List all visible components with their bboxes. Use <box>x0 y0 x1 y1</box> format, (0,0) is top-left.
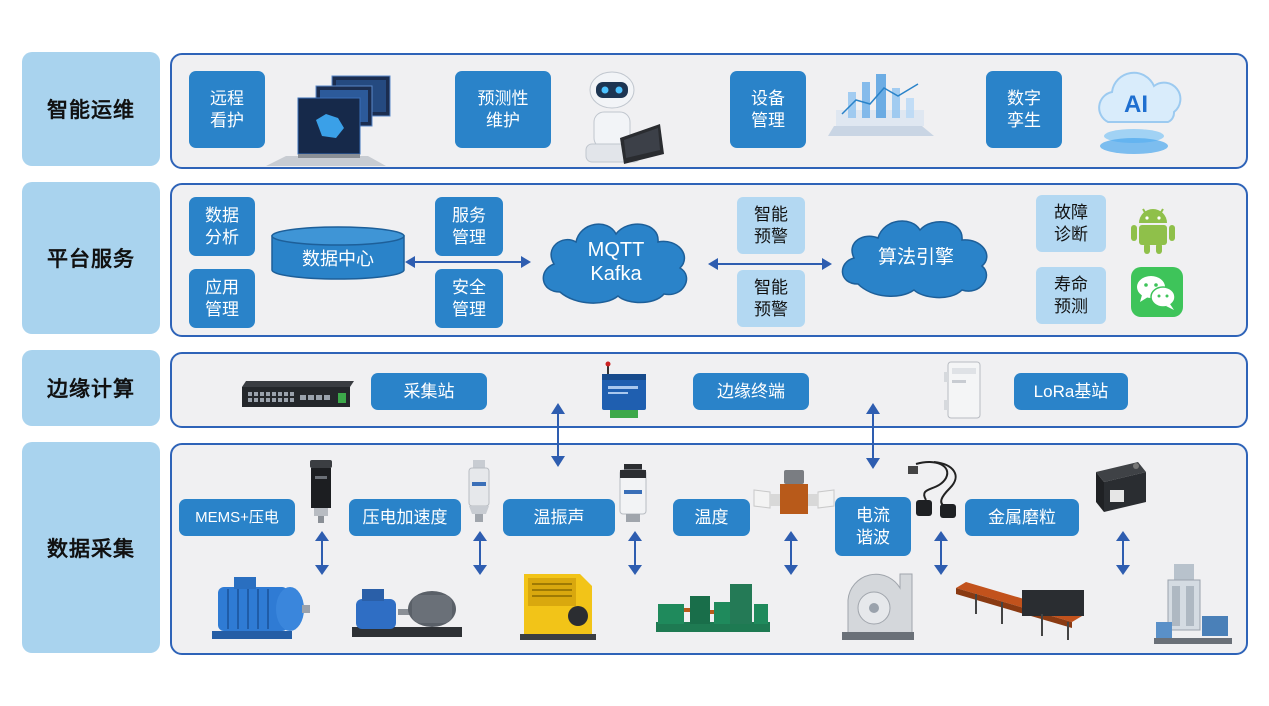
double-arrow-terminal-collect <box>551 403 565 467</box>
double-arrow-datacenter-mqtt <box>405 256 531 268</box>
box-smart-alert-2[interactable]: 智能 预警 <box>737 270 805 327</box>
box-metal-particle[interactable]: 金属磨粒 <box>965 499 1079 536</box>
algorithm-engine-cloud[interactable]: 算法引擎 <box>834 210 998 300</box>
algorithm-engine-label: 算法引擎 <box>878 246 954 268</box>
ai-badge-text: AI <box>1124 91 1148 118</box>
box-collection-station[interactable]: 采集站 <box>371 373 487 410</box>
box-current-harmonic[interactable]: 电流 谐波 <box>835 497 911 556</box>
piezo-accelerometer-icon <box>468 460 490 522</box>
box-temperature[interactable]: 温度 <box>673 499 750 536</box>
wechat-icon <box>1131 267 1183 317</box>
data-center-cylinder[interactable] <box>270 226 406 282</box>
laptop-dashboard-icon <box>266 75 391 166</box>
arrow-mems-motor <box>315 531 329 575</box>
kafka-label: Kafka <box>590 263 642 285</box>
mqtt-kafka-cloud[interactable]: MQTT Kafka <box>536 214 696 304</box>
electric-motor-icon <box>212 577 310 639</box>
box-smart-alert-1[interactable]: 智能 预警 <box>737 197 805 254</box>
mems-sensor-icon <box>310 460 332 523</box>
box-fault-diagnosis[interactable]: 故障 诊断 <box>1036 195 1106 252</box>
box-data-analysis[interactable]: 数据 分析 <box>189 197 255 256</box>
box-edge-terminal[interactable]: 边缘终端 <box>693 373 809 410</box>
arrow-current-conveyor <box>934 531 948 575</box>
vertical-grinding-mill-icon <box>1154 564 1232 644</box>
arrow-temp-mill <box>784 531 798 575</box>
box-device-management[interactable]: 设备 管理 <box>730 71 806 148</box>
current-harmonic-sensor-icon <box>908 460 957 518</box>
belt-conveyor-icon <box>956 582 1084 640</box>
centrifugal-fan-icon <box>842 573 914 640</box>
layer-label-edge: 边缘计算 <box>22 350 160 426</box>
roots-blower-icon <box>352 589 462 637</box>
android-icon <box>1131 208 1175 254</box>
temp-vibration-sound-sensor-icon <box>619 464 647 522</box>
arrow-piezo-blower <box>473 531 487 575</box>
lora-gateway-icon <box>944 361 981 419</box>
box-service-management[interactable]: 服务 管理 <box>435 197 503 256</box>
ai-cloud-icon: AI <box>1098 71 1182 154</box>
layer-label-collect: 数据采集 <box>22 442 160 653</box>
box-piezo-accel[interactable]: 压电加速度 <box>349 499 461 536</box>
robot-laptop-icon <box>585 71 664 164</box>
tablet-chart-icon <box>828 74 934 136</box>
arrow-tvs-crusher <box>628 531 642 575</box>
arrow-metal-grinder <box>1116 531 1130 575</box>
network-switch-icon <box>242 381 354 407</box>
box-digital-twin[interactable]: 数字 孪生 <box>986 71 1062 148</box>
box-app-management[interactable]: 应用 管理 <box>189 269 255 328</box>
box-predictive-maintenance[interactable]: 预测性 维护 <box>455 71 551 148</box>
box-life-prediction[interactable]: 寿命 预测 <box>1036 267 1106 324</box>
metal-particle-sensor-icon <box>1096 462 1146 512</box>
box-mems-piezo[interactable]: MEMS+压电 <box>179 499 295 536</box>
data-center-label: 数据中心 <box>302 249 374 269</box>
layer-label-platform: 平台服务 <box>22 182 160 334</box>
box-temp-vib-sound[interactable]: 温振声 <box>503 499 615 536</box>
rolling-mill-icon <box>656 584 770 632</box>
mqtt-label: MQTT <box>588 239 645 261</box>
temperature-clamp-sensor-icon <box>753 470 835 514</box>
box-remote-care[interactable]: 远程 看护 <box>189 71 265 148</box>
edge-terminal-device-icon <box>602 361 646 418</box>
box-lora-station[interactable]: LoRa基站 <box>1014 373 1128 410</box>
layer-label-ops: 智能运维 <box>22 52 160 166</box>
double-arrow-mqtt-algorithm <box>708 258 832 270</box>
hammer-crusher-icon <box>520 574 596 640</box>
box-security-management[interactable]: 安全 管理 <box>435 269 503 328</box>
double-arrow-lora-collect <box>866 403 880 469</box>
